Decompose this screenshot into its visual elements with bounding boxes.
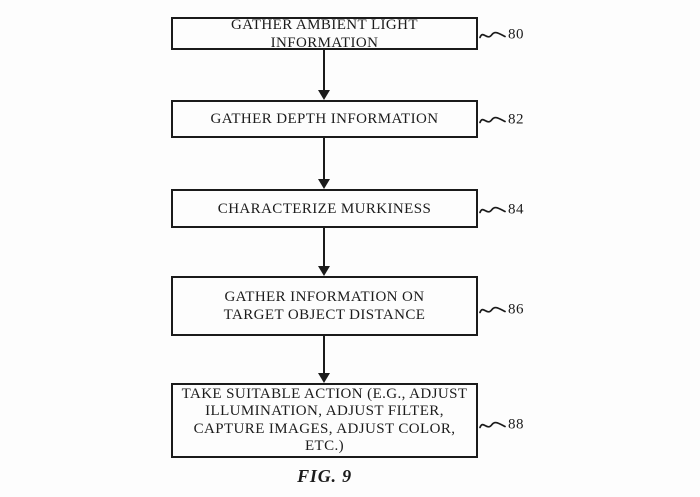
flow-step-label: GATHER INFORMATION ON TARGET OBJECT DIST… <box>223 289 426 323</box>
reference-numeral-group: 84 <box>478 201 524 218</box>
reference-connector-squiggle-icon <box>479 116 506 124</box>
down-arrow-icon <box>318 228 330 276</box>
reference-numeral: 88 <box>508 416 524 432</box>
reference-connector-squiggle-icon <box>479 206 506 213</box>
flow-step-box: GATHER INFORMATION ON TARGET OBJECT DIST… <box>171 276 478 336</box>
down-arrow-icon <box>318 50 330 100</box>
reference-numeral-group: 82 <box>478 112 524 129</box>
flow-step-box: GATHER DEPTH INFORMATION <box>171 100 478 138</box>
reference-connector-squiggle-icon <box>479 421 506 428</box>
flow-step-label: CHARACTERIZE MURKINESS <box>217 200 432 217</box>
reference-numeral-group: 86 <box>478 302 524 319</box>
flow-step-take-suitable-action: TAKE SUITABLE ACTION (E.G., ADJUST ILLUM… <box>171 383 524 458</box>
arrow-shaft <box>323 336 325 374</box>
flow-step-label: GATHER AMBIENT LIGHT INFORMATION <box>231 16 418 51</box>
flow-step-gather-ambient-light: GATHER AMBIENT LIGHT INFORMATION 80 <box>171 16 524 51</box>
reference-numeral: 86 <box>508 301 524 318</box>
reference-connector-squiggle-icon <box>479 306 506 314</box>
reference-numeral-group: 88 <box>478 416 524 433</box>
arrow-shaft <box>323 50 325 91</box>
arrow-head <box>318 179 330 189</box>
flow-step-box: TAKE SUITABLE ACTION (E.G., ADJUST ILLUM… <box>171 383 478 458</box>
arrow-shaft <box>323 228 325 267</box>
arrow-head <box>318 266 330 276</box>
reference-connector-squiggle-icon <box>479 31 506 38</box>
flow-step-characterize-murkiness: CHARACTERIZE MURKINESS 84 <box>171 189 524 228</box>
flow-step-label: GATHER DEPTH INFORMATION <box>210 111 439 127</box>
flow-step-box: GATHER AMBIENT LIGHT INFORMATION <box>171 16 478 51</box>
figure-caption: FIG. 9 <box>297 466 352 486</box>
arrow-head <box>318 373 330 383</box>
flow-step-label: TAKE SUITABLE ACTION (E.G., ADJUST ILLUM… <box>181 385 468 455</box>
reference-numeral-group: 80 <box>478 26 524 43</box>
flow-step-gather-target-distance: GATHER INFORMATION ON TARGET OBJECT DIST… <box>171 276 524 336</box>
reference-numeral: 80 <box>508 26 524 42</box>
down-arrow-icon <box>318 336 330 383</box>
flow-step-box: CHARACTERIZE MURKINESS <box>171 189 478 228</box>
arrow-shaft <box>323 138 325 180</box>
down-arrow-icon <box>318 138 330 189</box>
reference-numeral: 84 <box>508 201 524 217</box>
flow-step-gather-depth: GATHER DEPTH INFORMATION 82 <box>171 100 524 138</box>
reference-numeral: 82 <box>508 111 524 128</box>
arrow-head <box>318 90 330 100</box>
